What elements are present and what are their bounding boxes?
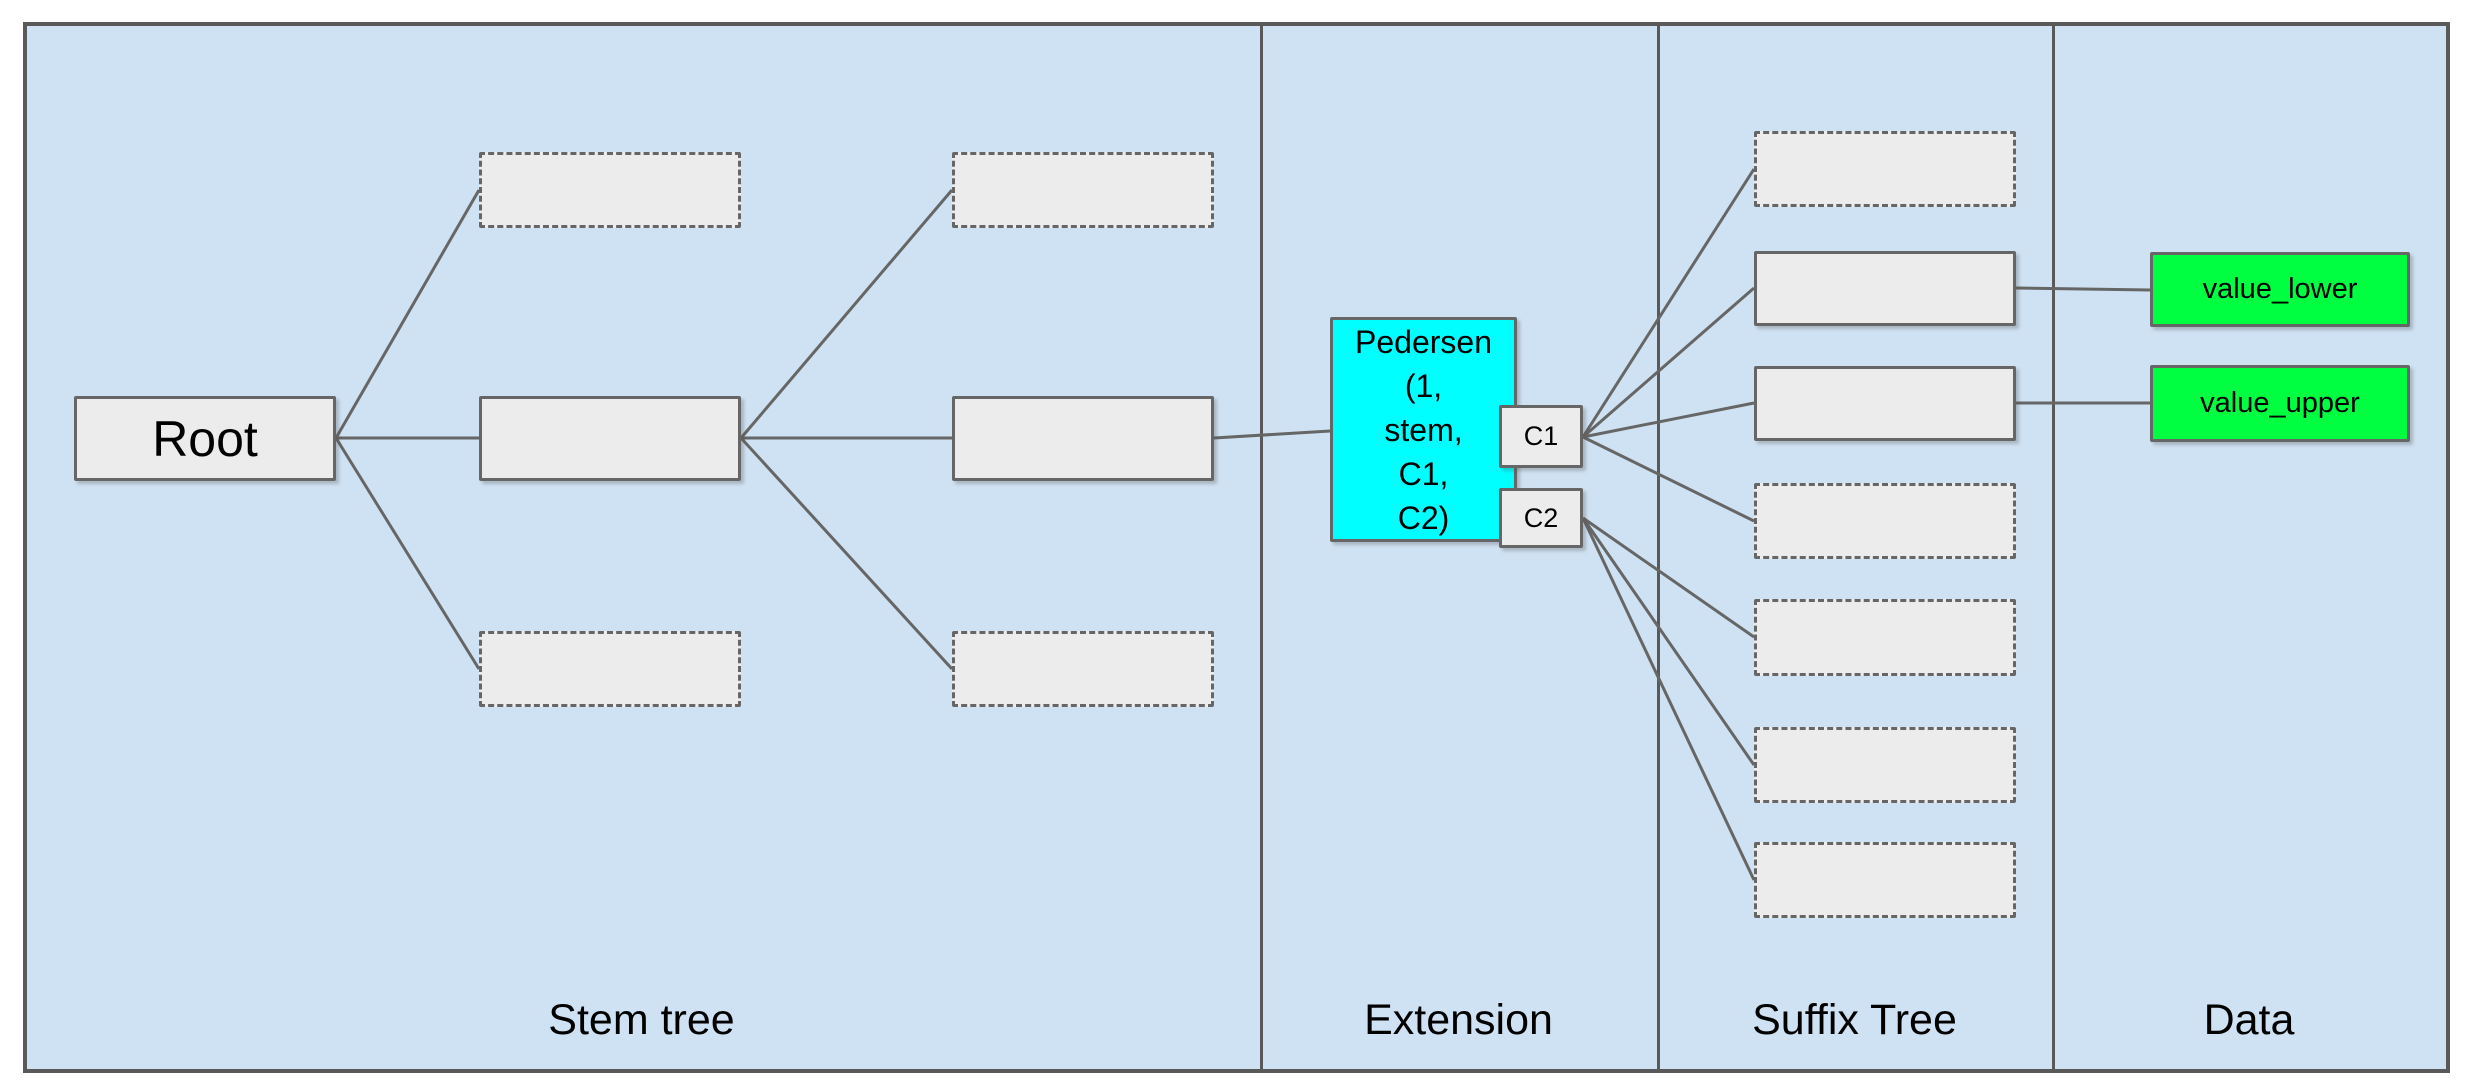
- section-label-data: Data: [2203, 996, 2295, 1044]
- edge-c1-suffix3: [1582, 401, 1755, 439]
- stem-placeholder-upper-2: [952, 152, 1214, 228]
- edge-c2-suffix5: [1582, 516, 1755, 639]
- edge-suffix2-value-lower: [2015, 286, 2151, 292]
- edge-c1-suffix2: [1582, 286, 1755, 439]
- suffix-placeholder-5: [1754, 599, 2016, 676]
- edge-c2-suffix6: [1581, 517, 1756, 766]
- c2-label: C2: [1523, 502, 1559, 533]
- suffix-placeholder-6: [1754, 727, 2016, 803]
- suffix-placeholder-7: [1754, 842, 2016, 918]
- suffix-placeholder-1: [1754, 131, 2016, 207]
- diagram-frame: [23, 22, 2450, 1073]
- divider-extension-suffix: [1657, 22, 1660, 1069]
- c1-label: C1: [1523, 421, 1559, 451]
- edge-stem3-pedersen: [1213, 429, 1331, 440]
- stem-placeholder-upper-1: [479, 152, 741, 228]
- value-lower-node: value_lower: [2150, 252, 2410, 327]
- divider-suffix-data: [2052, 22, 2055, 1069]
- section-label-extension: Extension: [1364, 996, 1553, 1044]
- divider-stem-extension: [1260, 22, 1263, 1069]
- section-label-stem-tree: Stem tree: [548, 996, 735, 1044]
- edge-group: [334, 168, 2151, 881]
- root-node: Root: [74, 396, 336, 481]
- pedersen-commitment-node: Pedersen (1, stem, C1, C2): [1330, 317, 1517, 542]
- edge-root-lower-placeholder: [334, 437, 481, 670]
- value-lower-label: value_lower: [2202, 273, 2358, 305]
- suffix-placeholder-4: [1754, 483, 2016, 559]
- edge-c2-suffix7: [1581, 517, 1756, 881]
- stem-node-level3: [952, 396, 1214, 481]
- stem-node-level2: [479, 396, 741, 481]
- stem-placeholder-lower-1: [479, 631, 741, 707]
- stem-placeholder-lower-2: [952, 631, 1214, 707]
- c1-node: C1: [1499, 405, 1583, 468]
- pedersen-label: Pedersen (1, stem, C1, C2): [1355, 323, 1492, 536]
- root-label: Root: [152, 410, 258, 467]
- c2-node: C2: [1499, 488, 1583, 548]
- edge-stem2-lower-placeholder: [739, 436, 954, 671]
- edge-stem2-upper-placeholder: [739, 189, 954, 439]
- edge-root-upper-placeholder: [334, 189, 481, 439]
- edge-c1-suffix4: [1582, 435, 1755, 523]
- suffix-node-2: [1754, 251, 2016, 326]
- suffix-node-3: [1754, 366, 2016, 441]
- edge-c1-suffix1: [1581, 168, 1756, 438]
- value-upper-label: value_upper: [2200, 387, 2360, 419]
- value-upper-node: value_upper: [2150, 365, 2410, 442]
- section-label-suffix-tree: Suffix Tree: [1752, 996, 1957, 1044]
